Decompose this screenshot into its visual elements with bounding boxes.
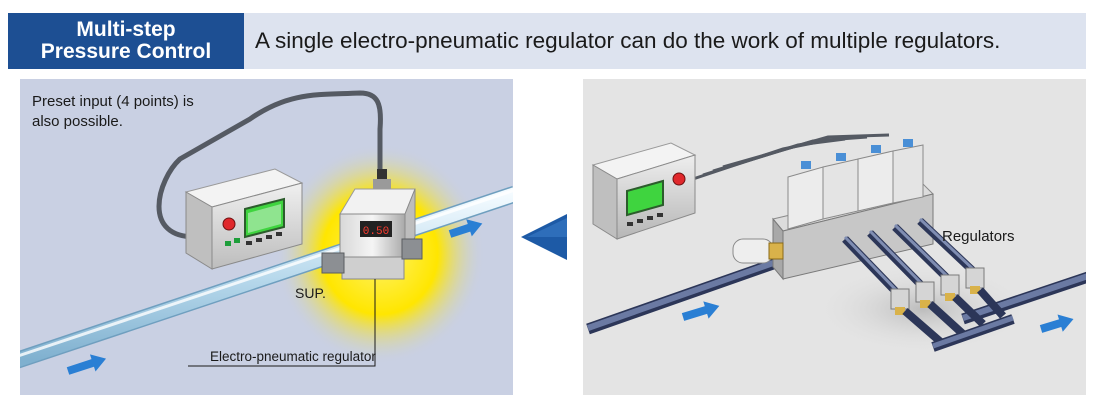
badge-line-2: Pressure Control bbox=[40, 40, 212, 63]
preset-input-note: Preset input (4 points) is also possible… bbox=[32, 92, 252, 132]
note-line-2: also possible. bbox=[32, 113, 123, 130]
regulators-label: Regulators bbox=[942, 228, 1015, 245]
flow-arrow-icon bbox=[681, 301, 720, 321]
regulator-display: 0.50 bbox=[363, 226, 389, 238]
regulator-unit-icon: 0.50 bbox=[321, 169, 423, 280]
multiple-regulators-panel: Regulators bbox=[583, 79, 1086, 395]
headline: A single electro-pneumatic regulator can… bbox=[255, 28, 1001, 53]
valve-manifold bbox=[732, 139, 934, 281]
note-line-1: Preset input (4 points) is bbox=[32, 93, 194, 110]
flow-arrow-icon bbox=[1039, 314, 1074, 333]
flow-arrow-icon bbox=[448, 219, 483, 238]
supply-label: SUP. bbox=[295, 285, 326, 301]
flow-arrow-icon bbox=[66, 354, 107, 375]
single-regulator-panel: 0.50 Preset input (4 points) is also pos… bbox=[20, 79, 513, 395]
signal-cable bbox=[156, 90, 383, 240]
title-badge: Multi-step Pressure Control bbox=[8, 13, 244, 69]
single-regulator-illustration: 0.50 bbox=[20, 90, 513, 375]
controller-unit-icon bbox=[591, 142, 697, 240]
badge-line-1: Multi-step bbox=[76, 18, 176, 41]
regulator-unit-icon bbox=[890, 267, 985, 315]
multiple-regulators-illustration bbox=[586, 133, 1086, 354]
regulator-label: Electro-pneumatic regulator bbox=[210, 349, 376, 364]
direction-triangle-icon bbox=[521, 214, 567, 260]
controller-unit-icon bbox=[184, 168, 304, 270]
regulator-leader-line bbox=[188, 279, 376, 367]
